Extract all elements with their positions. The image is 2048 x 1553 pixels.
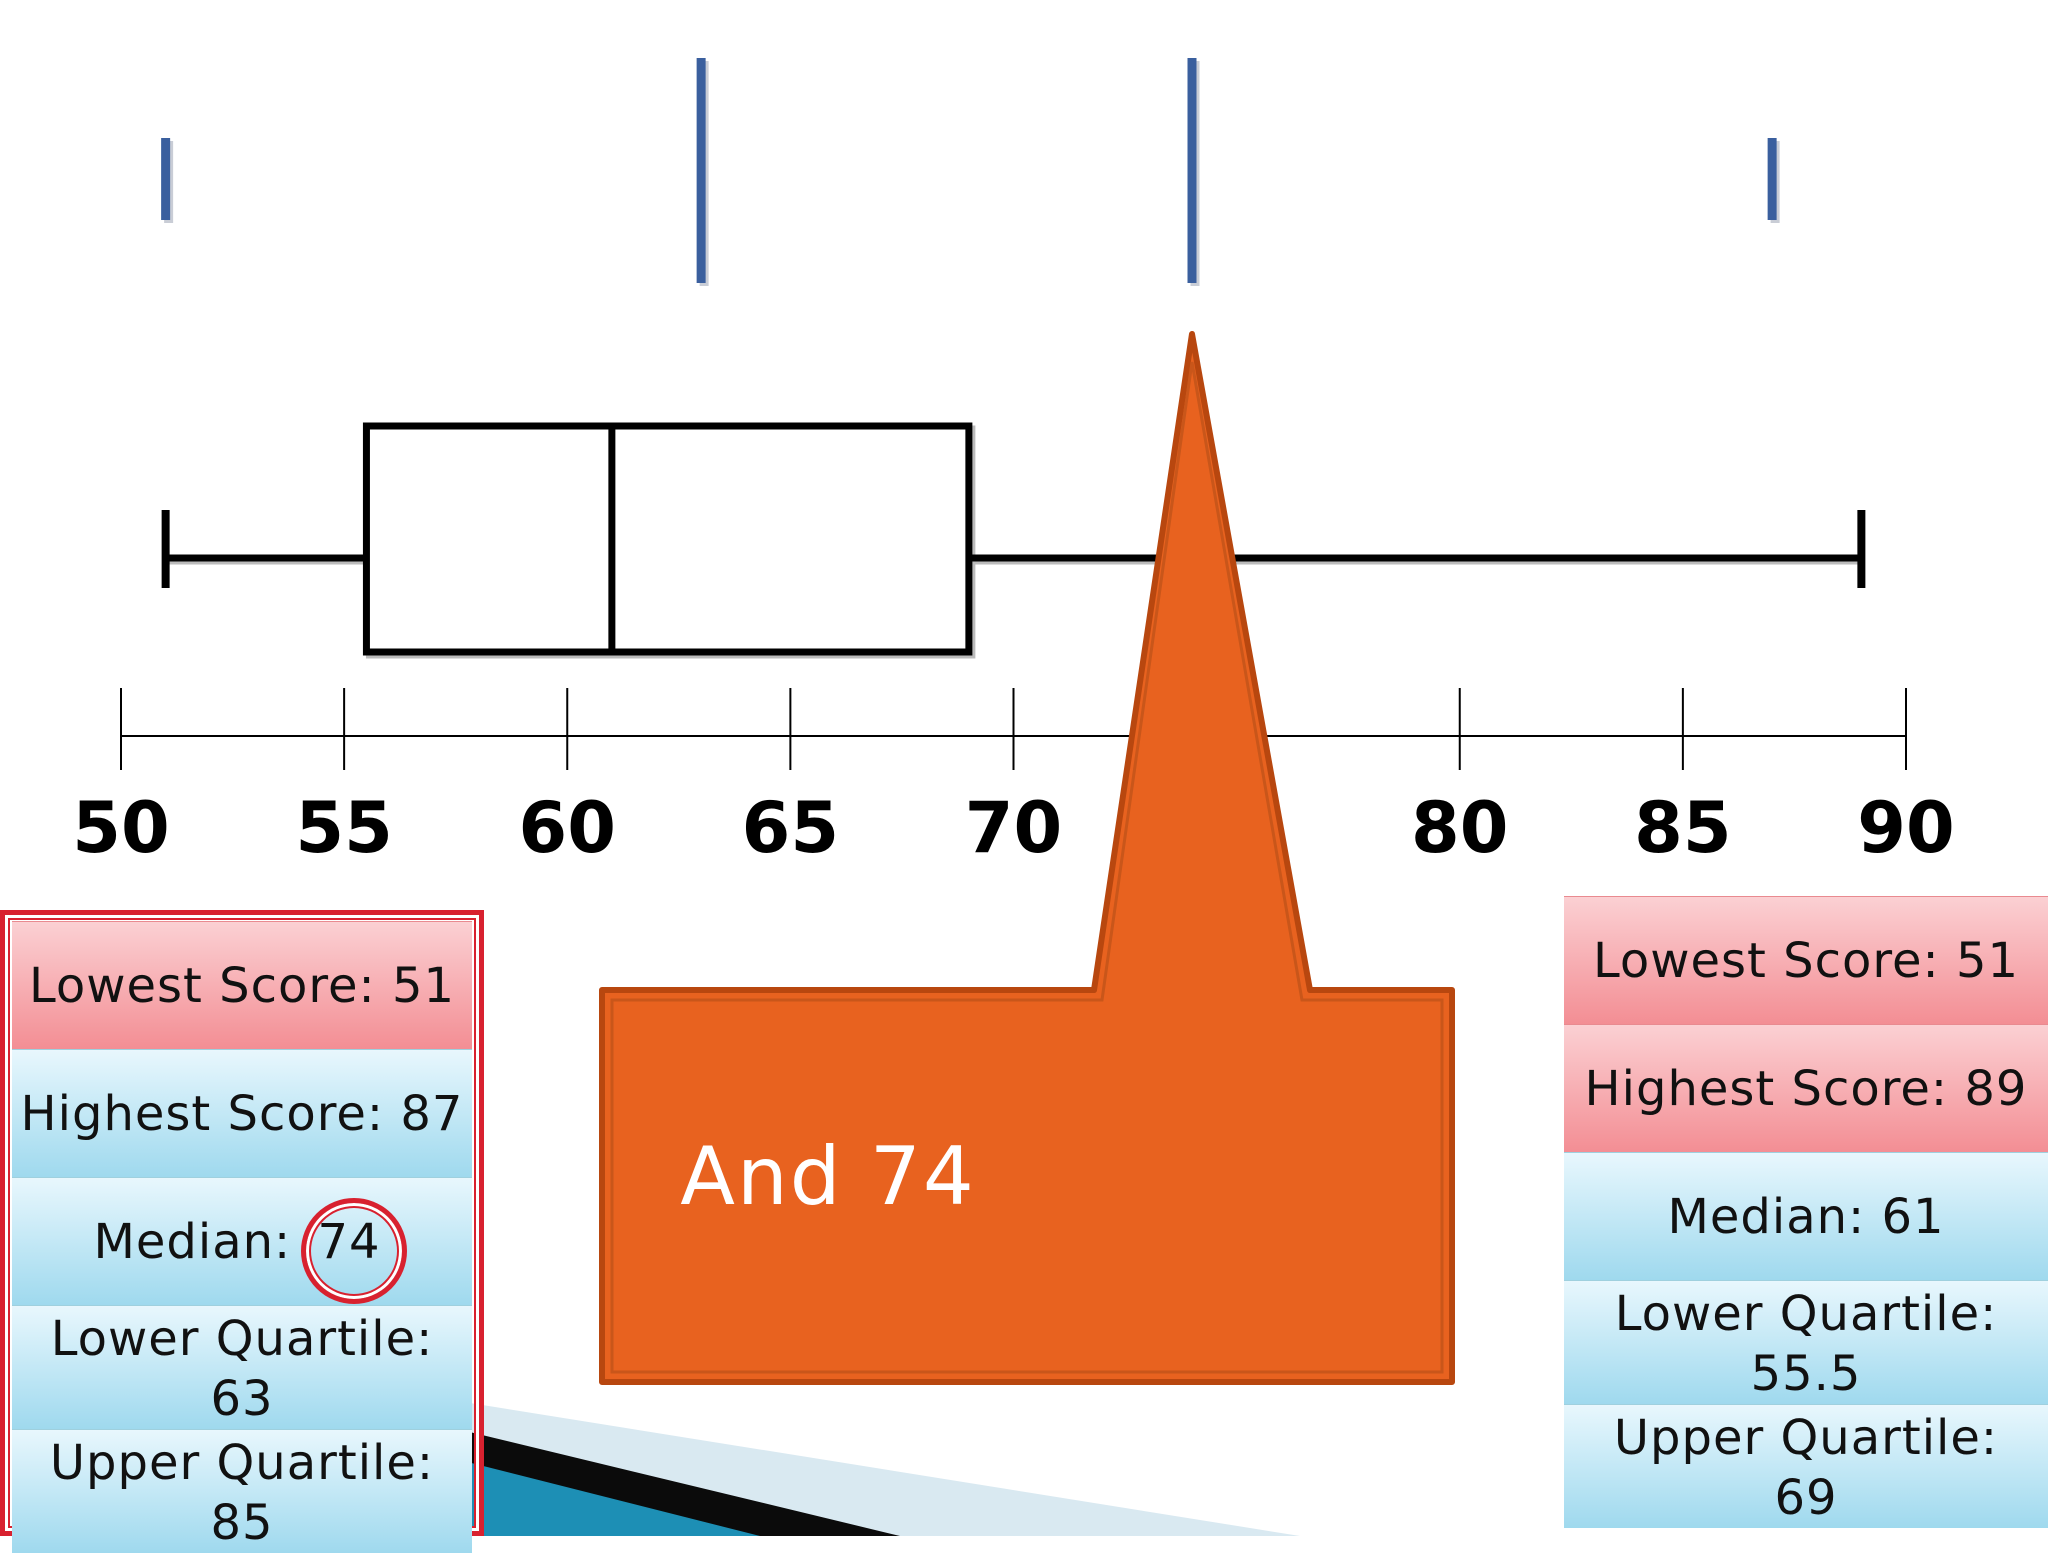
lower-quartile-label: Lower Quartile: — [50, 1310, 434, 1367]
tick-label: 50 — [72, 787, 169, 869]
tick-label: 60 — [519, 787, 616, 869]
right-summary-panel: Lowest Score: 51 Highest Score: 89 Media… — [1564, 896, 2048, 1536]
tick-label: 65 — [742, 787, 839, 869]
upper-quartile-value: 69 — [1774, 1469, 1838, 1526]
highest-score-text: Highest Score: 89 — [1584, 1060, 2028, 1117]
interquartile-box — [362, 422, 973, 656]
callout-inner-border — [610, 361, 1444, 1374]
lower-quartile-text: Lower Quartile: 63 — [51, 1309, 434, 1429]
lower-quartile-label: Lower Quartile: — [1614, 1285, 1998, 1342]
upper-quartile-label: Upper Quartile: — [1613, 1409, 1999, 1466]
highest-score-cell: Highest Score: 87 — [12, 1049, 472, 1177]
upper-quartile-text: Upper Quartile: 85 — [50, 1433, 434, 1553]
median-line: Median: 74 — [93, 1197, 408, 1304]
callout-text: And 74 — [680, 1130, 976, 1223]
background-swoosh-blue — [420, 1450, 760, 1536]
tick-label: 90 — [1857, 787, 1954, 869]
tick-label: 70 — [965, 787, 1062, 869]
highest-score-text: Highest Score: 87 — [20, 1085, 464, 1142]
upper-quartile-cell: Upper Quartile: 69 — [1564, 1404, 2048, 1528]
lowest-score-cell: Lowest Score: 51 — [1564, 896, 2048, 1024]
median-value-circled: 74 — [301, 1197, 408, 1304]
left-summary-panel: Lowest Score: 51 Highest Score: 87 Media… — [0, 910, 484, 1553]
highest-score-cell: Highest Score: 89 — [1564, 1024, 2048, 1152]
box-and-whisker — [161, 422, 1866, 659]
upper-quartile-value: 85 — [210, 1494, 274, 1551]
upper-quartile-cell: Upper Quartile: 85 — [12, 1429, 472, 1553]
median-label: Median: — [93, 1213, 308, 1270]
tick-label: 85 — [1634, 787, 1731, 869]
lower-quartile-cell: Lower Quartile: 63 — [12, 1305, 472, 1429]
median-cell: Median: 74 — [12, 1177, 472, 1305]
lower-quartile-text: Lower Quartile: 55.5 — [1615, 1284, 1998, 1404]
lowest-score-cell: Lowest Score: 51 — [12, 921, 472, 1049]
tick-label: 55 — [295, 787, 392, 869]
lowest-score-text: Lowest Score: 51 — [28, 957, 456, 1014]
median-cell: Median: 61 — [1564, 1152, 2048, 1280]
median-text: Median: 61 — [1667, 1188, 1945, 1245]
tick-label: 80 — [1411, 787, 1508, 869]
lowest-score-text: Lowest Score: 51 — [1592, 932, 2020, 989]
upper-quartile-text: Upper Quartile: 69 — [1614, 1408, 1998, 1528]
marker-lines — [161, 58, 1780, 286]
callout-body — [599, 331, 1455, 1385]
upper-quartile-label: Upper Quartile: — [49, 1434, 435, 1491]
number-line-axis: 505560657075808590 — [72, 688, 1955, 869]
lower-quartile-cell: Lower Quartile: 55.5 — [1564, 1280, 2048, 1404]
callout-shape — [599, 331, 1455, 1385]
lower-quartile-value: 63 — [210, 1370, 274, 1427]
lower-quartile-value: 55.5 — [1750, 1345, 1862, 1402]
